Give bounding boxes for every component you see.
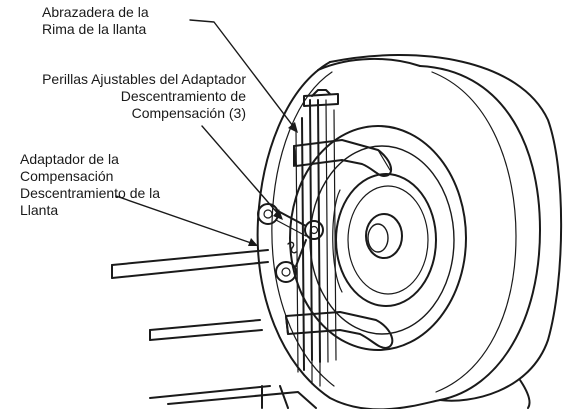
hub bbox=[366, 214, 402, 258]
callout-rim-clamp: Abrazadera de la Rima de la llanta bbox=[42, 4, 149, 38]
lift-platform bbox=[112, 250, 316, 408]
callout-runout-adapter-line-2: Compensación bbox=[20, 168, 114, 184]
knob-3 bbox=[276, 262, 296, 282]
wheel-rim bbox=[290, 126, 466, 350]
upper-rim-clamp bbox=[294, 140, 391, 176]
tire bbox=[258, 55, 562, 409]
top-clamp-handle bbox=[304, 90, 338, 106]
lower-rim-clamp bbox=[286, 312, 392, 386]
callout-runout-adapter-line-4: Llanta bbox=[20, 202, 59, 218]
tire-sidewall bbox=[258, 62, 440, 409]
callout-runout-adapter-line-3: Descentramiento de la bbox=[20, 185, 161, 201]
callout-adjustment-knobs-line-2: Descentramiento de bbox=[120, 88, 246, 104]
leader-arrowheads bbox=[248, 122, 298, 246]
callout-runout-adapter: Adaptador de la Compensación Descentrami… bbox=[20, 151, 160, 219]
callout-adjustment-knobs: Perillas Ajustables del Adaptador Descen… bbox=[6, 71, 246, 122]
callout-adjustment-knobs-line-1: Perillas Ajustables del Adaptador bbox=[42, 71, 246, 87]
leader-lines bbox=[116, 20, 296, 244]
callout-adjustment-knobs-line-3: Compensación (3) bbox=[131, 105, 246, 121]
callout-runout-adapter-line-1: Adaptador de la bbox=[20, 151, 119, 167]
knob-2 bbox=[305, 221, 323, 239]
callout-rim-clamp-line-1: Abrazadera de la bbox=[42, 4, 149, 20]
callout-rim-clamp-line-2: Rima de la llanta bbox=[42, 21, 147, 37]
